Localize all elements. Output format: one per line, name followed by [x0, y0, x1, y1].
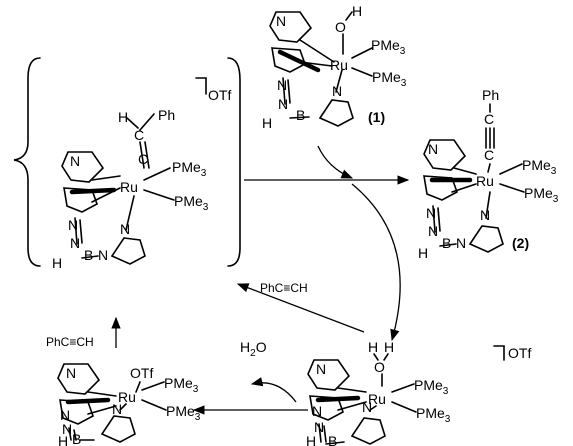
- n-atom: N: [277, 77, 287, 93]
- left-brace: [13, 57, 41, 267]
- n-atom: N: [316, 361, 326, 377]
- alkyne-reagent-label: PhC≡CH: [260, 281, 308, 295]
- tp-ligand-vinylidene: [61, 151, 146, 265]
- tp-ligand-2: [423, 139, 504, 253]
- n-atom: N: [314, 419, 324, 435]
- triflate-ligand: OTf: [130, 365, 153, 381]
- n-atom: N: [62, 421, 72, 437]
- n-atom: N: [66, 365, 76, 381]
- arrow-water-release: [250, 377, 297, 403]
- n-atom: N: [278, 96, 288, 112]
- pme3-ligand: PMe3: [172, 159, 207, 179]
- n-atom: N: [112, 401, 122, 417]
- pme3-ligand: PMe3: [522, 157, 557, 177]
- n-atom: N: [332, 83, 342, 99]
- pme3-ligand: PMe3: [416, 405, 451, 425]
- b-atom: B: [442, 235, 451, 251]
- h-atom: H: [58, 433, 68, 446]
- n-atom: N: [70, 235, 80, 251]
- pme3-ligand: PMe3: [174, 193, 209, 213]
- complex-1: N N N H B N Ru O H PMe3 PMe3 (1): [262, 3, 407, 131]
- n-atom: N: [68, 217, 78, 233]
- ru-atom: Ru: [368, 391, 386, 407]
- n-atom: N: [456, 235, 466, 251]
- h-atom: H: [418, 245, 428, 261]
- c-atom: C: [134, 127, 144, 143]
- h-atom: H: [118, 109, 128, 125]
- o-atom: O: [335, 19, 346, 35]
- tp-ligand-triflate: [57, 363, 136, 443]
- b-atom: B: [328, 433, 337, 446]
- n-atom: N: [428, 141, 438, 157]
- h-atom: H: [52, 255, 62, 271]
- h-atom: H: [384, 339, 394, 355]
- o-atom: O: [374, 359, 385, 375]
- c-atom: C: [484, 147, 494, 163]
- compound-2-label: (2): [512, 235, 529, 251]
- water-label: H2O: [240, 339, 267, 359]
- c-atom: C: [138, 151, 148, 167]
- n-atom: N: [480, 207, 490, 223]
- tp-ligand-1: [269, 11, 354, 127]
- triflate-counterion: OTf: [508, 345, 531, 361]
- ru-atom: Ru: [476, 173, 494, 189]
- phenyl-group: Ph: [158, 107, 175, 123]
- compound-1-label: (1): [368, 109, 385, 125]
- n-atom: N: [276, 13, 286, 29]
- n-atom: N: [60, 407, 70, 423]
- triflate-counterion: OTf: [208, 87, 231, 103]
- arrow-down-to-aqua: [351, 183, 401, 342]
- pme3-ligand: PMe3: [524, 185, 559, 205]
- ru-atom: Ru: [330, 57, 348, 73]
- c-atom: C: [484, 111, 494, 127]
- pme3-ligand: PMe3: [166, 403, 201, 423]
- arrow-to-vinylidene: [236, 283, 365, 333]
- reaction-arrows: [111, 145, 410, 415]
- pme3-ligand: PMe3: [371, 37, 406, 57]
- h-atom: H: [262, 115, 272, 131]
- ru-atom: Ru: [120, 179, 138, 195]
- vinylidene-intermediate: H Ph C C OTf N N N H B N N Ru PMe3: [13, 57, 241, 271]
- b-atom: B: [296, 107, 305, 123]
- b-atom: B: [84, 247, 93, 263]
- pme3-ligand: PMe3: [372, 69, 407, 89]
- n-atom: N: [312, 403, 322, 419]
- h-atom: H: [368, 339, 378, 355]
- ru-atom: Ru: [118, 389, 136, 405]
- n-atom: N: [70, 153, 80, 169]
- n-atom: N: [428, 223, 438, 239]
- n-atom: N: [362, 399, 372, 415]
- b-atom: B: [72, 431, 81, 446]
- h-atom: H: [352, 3, 362, 19]
- right-bracket: [227, 57, 241, 267]
- h-atom: H: [306, 433, 316, 446]
- aqua-complex: H H O OTf N N N H B N Ru PMe3 PMe3: [306, 339, 531, 446]
- pme3-ligand: PMe3: [414, 377, 449, 397]
- n-atom: N: [120, 221, 130, 237]
- n-atom: N: [98, 247, 108, 263]
- phenyl-group: Ph: [482, 87, 499, 103]
- complex-2: Ph C C N N N H B N N Ru PMe3 PMe3: [418, 87, 559, 261]
- n-atom: N: [426, 205, 436, 221]
- tp-ligand-aqua: [307, 359, 386, 445]
- triflate-complex: OTf N N N H B N Ru PMe3 PMe3: [57, 363, 201, 446]
- arrow-from-complex-1: [317, 145, 354, 179]
- alkyne-reagent-label-left: PhC≡CH: [46, 335, 94, 349]
- pme3-ligand: PMe3: [164, 375, 199, 395]
